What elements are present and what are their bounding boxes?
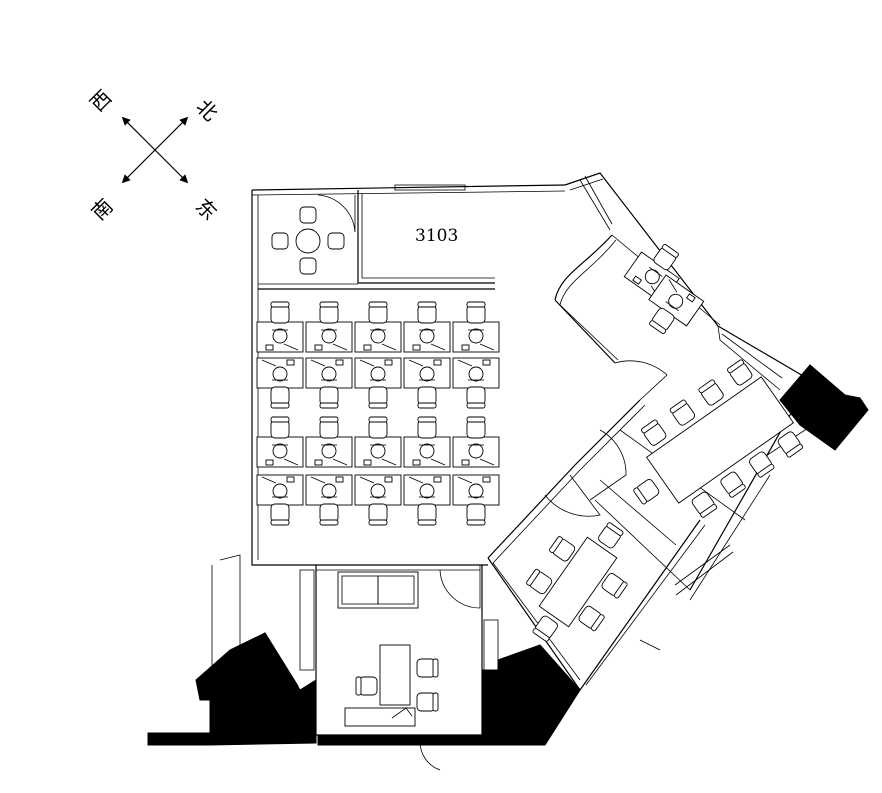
- room-number-label: 3103: [415, 226, 458, 246]
- lower-meeting-table: [525, 521, 629, 643]
- east-arrow: [154, 149, 189, 184]
- compass-north-label: 北: [192, 95, 223, 126]
- small-office-desks: [623, 243, 705, 335]
- west-arrow: [121, 116, 156, 151]
- workstations-row-3: [256, 416, 500, 468]
- workstations-row-1: [256, 301, 500, 353]
- workstations-row-2: [256, 357, 500, 409]
- structural-columns: [147, 364, 869, 746]
- compass-west-label: 西: [85, 85, 116, 116]
- compass: 北 东 南 西: [85, 85, 222, 225]
- large-meeting-table: [632, 358, 804, 519]
- north-arrow: [154, 116, 189, 151]
- south-arrow: [121, 149, 156, 184]
- compass-south-label: 南: [87, 194, 118, 225]
- manager-office-furniture: [337, 571, 439, 727]
- workstations-row-4: [256, 474, 500, 526]
- manager-desk: [379, 644, 411, 706]
- compass-east-label: 东: [191, 194, 222, 225]
- small-meeting-table: [271, 206, 345, 275]
